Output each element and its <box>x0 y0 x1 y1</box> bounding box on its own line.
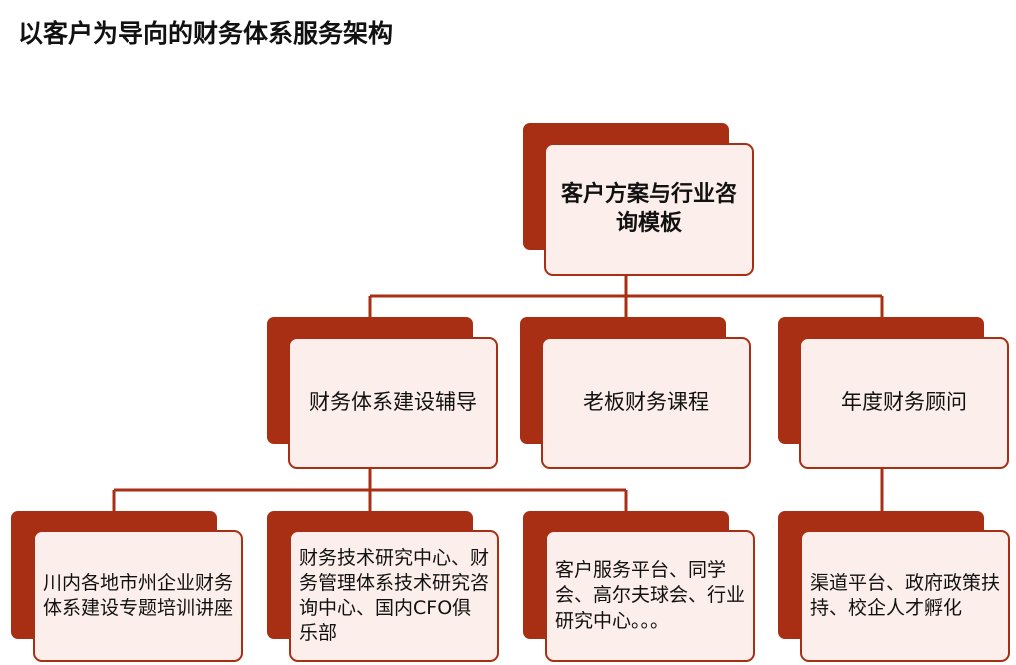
node-level3-1-box: 川内各地市州企业财务体系建设专题培训讲座 <box>33 530 243 662</box>
node-level2-2: 老板财务课程 <box>520 317 751 469</box>
node-level3-3-box: 客户服务平台、同学会、高尔夫球会、行业研究中心。。。 <box>545 530 755 662</box>
node-root: 客户方案与行业咨询模板 <box>523 123 754 276</box>
node-level2-3-label: 年度财务顾问 <box>841 390 967 415</box>
node-level3-2-label: 财务技术研究中心、财务管理体系技术研究咨询中心、国内CFO俱乐部 <box>299 546 490 645</box>
node-level2-3-box: 年度财务顾问 <box>799 337 1009 469</box>
node-level2-2-label: 老板财务课程 <box>583 390 709 415</box>
node-level3-3: 客户服务平台、同学会、高尔夫球会、行业研究中心。。。 <box>523 511 755 662</box>
node-level2-1-box: 财务体系建设辅导 <box>288 337 498 469</box>
node-level3-2-box: 财务技术研究中心、财务管理体系技术研究咨询中心、国内CFO俱乐部 <box>289 530 499 662</box>
node-level2-2-box: 老板财务课程 <box>541 337 751 469</box>
node-level3-4: 渠道平台、政府政策扶持、校企人才孵化 <box>778 511 1010 662</box>
node-level3-4-label: 渠道平台、政府政策扶持、校企人才孵化 <box>810 571 1001 619</box>
node-level3-2: 财务技术研究中心、财务管理体系技术研究咨询中心、国内CFO俱乐部 <box>267 511 499 662</box>
node-level3-1: 川内各地市州企业财务体系建设专题培训讲座 <box>11 511 243 662</box>
page-title: 以客户为导向的财务体系服务架构 <box>18 19 394 48</box>
node-level3-4-box: 渠道平台、政府政策扶持、校企人才孵化 <box>800 530 1010 662</box>
node-root-box: 客户方案与行业咨询模板 <box>544 143 754 276</box>
node-level2-1-label: 财务体系建设辅导 <box>309 390 477 415</box>
node-level2-1: 财务体系建设辅导 <box>267 317 498 469</box>
node-level3-1-label: 川内各地市州企业财务体系建设专题培训讲座 <box>43 571 234 619</box>
node-root-label: 客户方案与行业咨询模板 <box>560 181 737 236</box>
node-level3-3-label: 客户服务平台、同学会、高尔夫球会、行业研究中心。。。 <box>555 559 746 632</box>
node-level2-3: 年度财务顾问 <box>778 317 1009 469</box>
